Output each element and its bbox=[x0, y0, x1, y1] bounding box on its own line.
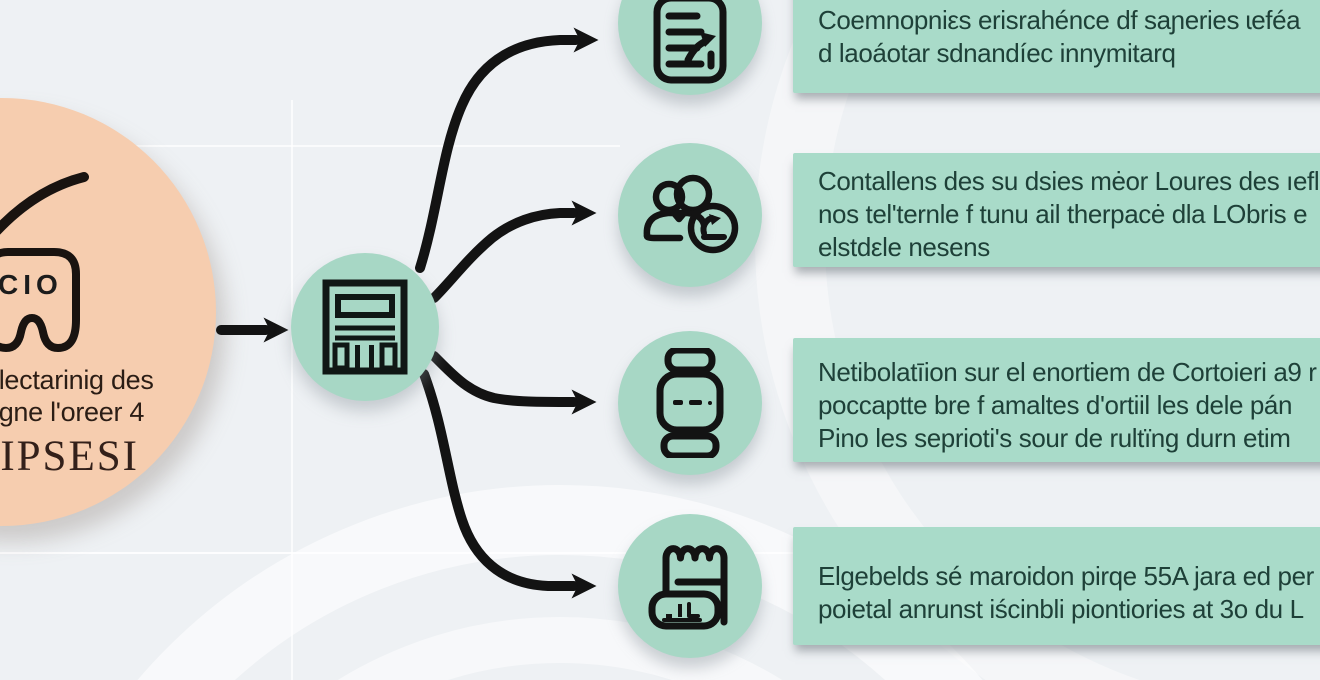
note-box-2: Contallens des su dsies mėor Loures des … bbox=[793, 153, 1320, 267]
tooth-icon: CIO bbox=[0, 172, 89, 352]
note-3-line-1: Netibolatīion sur el enortiem de Cortoie… bbox=[818, 357, 1317, 387]
smartwatch-icon bbox=[656, 348, 724, 458]
arrow-hub-to-branch-2 bbox=[429, 200, 597, 303]
note-3-line-2: poccaptte bre f amaltes d'ortiil les del… bbox=[818, 390, 1293, 420]
note-1-line-1: Coemnopniεs erisrahénce df saɲeries ɩefé… bbox=[818, 5, 1301, 35]
arrow-hub-to-branch-3 bbox=[429, 351, 597, 415]
branch-circle-4 bbox=[618, 514, 762, 658]
note-2-line-3: elstdεle nesens bbox=[818, 232, 990, 262]
people-clock-icon bbox=[643, 174, 739, 254]
arrow-hub-to-branch-1 bbox=[415, 27, 599, 273]
calculator-icon bbox=[322, 279, 408, 375]
checklist-arrow-icon bbox=[653, 0, 727, 84]
note-2-line-1: Contallens des su dsies mėor Loures des … bbox=[818, 166, 1320, 196]
note-2-line-2: nos tel'ternle f tunu ail therpacė dla L… bbox=[818, 199, 1308, 229]
branch-circle-2 bbox=[618, 143, 762, 287]
note-box-1: Coemnopniεs erisrahénce df saɲeries ɩefé… bbox=[793, 0, 1320, 93]
note-3-line-3: Pino les seprioti's sour de rultïng durn… bbox=[818, 423, 1291, 453]
tooth-label: CIO bbox=[0, 269, 63, 300]
arrow-hub-to-branch-4 bbox=[419, 369, 597, 599]
note-box-3: Netibolatīion sur el enortiem de Cortoie… bbox=[793, 338, 1320, 462]
source-caption-line2: agne l'oreer 4 bbox=[0, 397, 145, 427]
branch-circle-3 bbox=[618, 331, 762, 475]
note-4-line-2: poietal anrunst iścinbli piontiories at … bbox=[818, 594, 1304, 624]
source-caption-line1: electarinig des bbox=[0, 365, 154, 395]
source-caption-line3: ʻIPSESI bbox=[0, 433, 139, 480]
note-box-4: Elgebelds sé maroidon pirqe 55A jara ed … bbox=[793, 527, 1320, 645]
source-caption: electarinig des agne l'oreer 4 ʻIPSESI bbox=[0, 364, 204, 482]
note-1-line-2: d laoáotar sdnandíec innymitarq bbox=[818, 38, 1176, 68]
note-4-line-1: Elgebelds sé maroidon pirqe 55A jara ed … bbox=[818, 561, 1314, 591]
calendar-icon bbox=[648, 545, 728, 630]
hub-circle bbox=[291, 253, 439, 401]
